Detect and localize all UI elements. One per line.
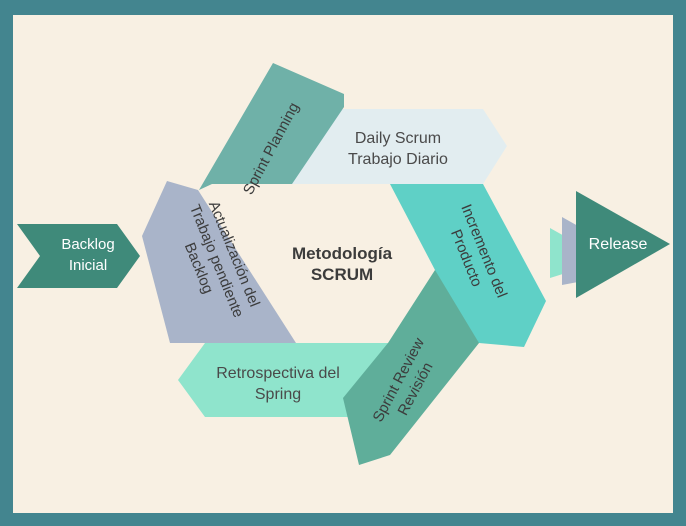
daily-scrum-arrow: Daily Scrum Trabajo Diario bbox=[292, 109, 507, 184]
sprint-planning-arrow: Sprint Planning bbox=[199, 63, 344, 198]
backlog-inicial-arrow: Backlog Inicial bbox=[17, 224, 140, 288]
retrospectiva-label-line1: Retrospectiva del bbox=[216, 365, 340, 382]
sprint-review-arrow: Sprint Review Revisión bbox=[343, 270, 479, 465]
retrospectiva-label-line2: Spring bbox=[255, 386, 301, 403]
title-line1: Metodología bbox=[292, 244, 393, 263]
backlog-label-line1: Backlog bbox=[61, 236, 114, 253]
incremento-arrow: Incremento del Producto bbox=[390, 184, 546, 347]
backlog-label-line2: Inicial bbox=[69, 257, 107, 274]
daily-scrum-label-line2: Trabajo Diario bbox=[348, 151, 448, 168]
release-main-triangle bbox=[576, 191, 670, 298]
release-small-lavender bbox=[562, 217, 578, 285]
daily-scrum-label-line1: Daily Scrum bbox=[355, 130, 441, 147]
center-title: Metodología SCRUM bbox=[292, 244, 393, 284]
title-line2: SCRUM bbox=[311, 265, 373, 284]
retrospectiva-arrow: Retrospectiva del Spring bbox=[178, 343, 388, 417]
release-label: Release bbox=[589, 236, 648, 253]
release-arrow: Release bbox=[550, 191, 670, 298]
